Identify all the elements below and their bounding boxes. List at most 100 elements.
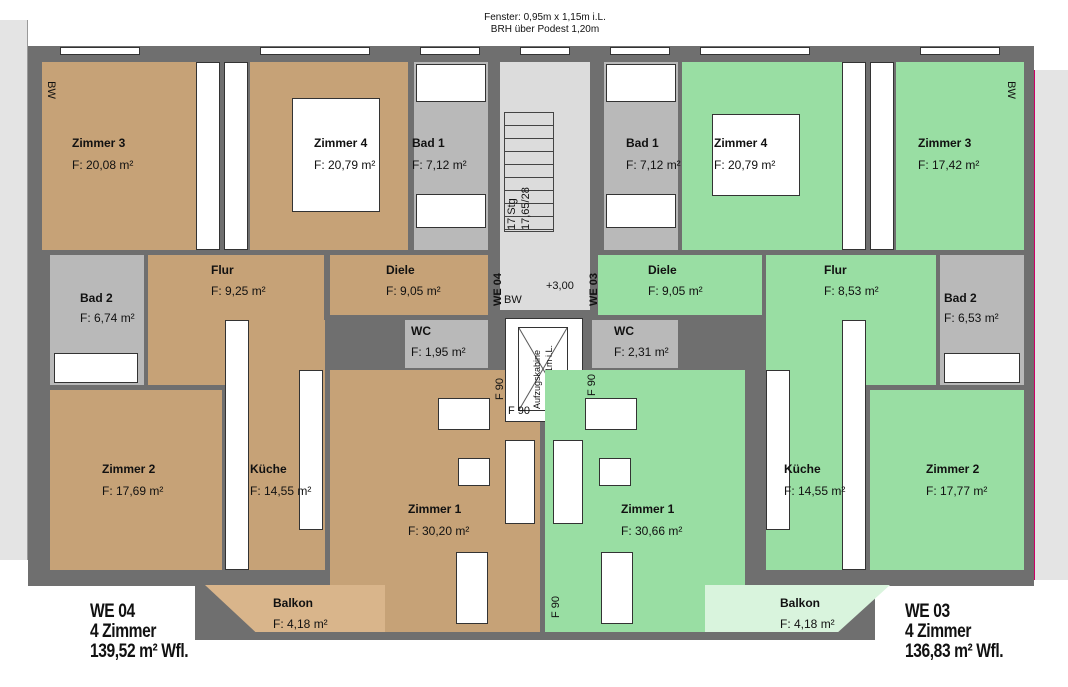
shower [606,194,676,228]
room-bad2-right: Bad 2 F: 6,53 m² [940,255,1024,385]
window [420,47,480,55]
wardrobe [224,62,248,250]
room-name: Balkon [273,596,314,610]
room-kueche-left: Küche F: 14,55 m² [225,320,325,570]
window-note-line1: Fenster: 0,95m x 1,15m i.L. [484,12,606,23]
room-area: F: 8,53 m² [824,284,879,298]
room-name: Zimmer 3 [918,136,972,150]
window [260,47,370,55]
room-bad1-right: Bad 1 F: 7,12 m² [604,62,681,250]
bathtub [416,64,486,102]
bathtub [944,353,1020,383]
dining-table [601,552,633,624]
room-name: Küche [784,462,821,476]
wardrobe [842,62,866,250]
room-zimmer2-left: Zimmer 2 F: 17,69 m² [50,390,222,570]
unit-area: 136,83 m² Wfl. [905,641,1004,662]
window-note: Fenster: 0,95m x 1,15m i.L. BRH über Pod… [470,12,620,36]
bw-label: BW [504,294,522,306]
room-area: F: 1,95 m² [411,345,466,359]
room-diele-left: Diele F: 9,05 m² [330,255,488,315]
unit-summary-we03: WE 03 4 Zimmer 136,83 m² Wfl. [905,602,1025,662]
unit-rooms: 4 Zimmer [90,621,156,642]
room-name: Zimmer 2 [926,462,980,476]
window [920,47,1000,55]
unit-summary-we04: WE 04 4 Zimmer 139,52 m² Wfl. [90,602,210,662]
room-kueche-right: Küche F: 14,55 m² [766,320,866,570]
room-zimmer3-left: Zimmer 3 F: 20,08 m² [42,62,197,250]
bed [292,98,380,212]
unit-entry-label-left: WE 04 [492,272,504,306]
coffee-table [599,458,631,486]
room-area: F: 30,66 m² [621,524,683,538]
unit-title: WE 03 [905,601,950,622]
neighbor-building-left [0,20,28,560]
room-zimmer4-left: Zimmer 4 F: 20,79 m² [250,62,408,250]
room-area: F: 17,77 m² [926,484,988,498]
room-area: F: 20,79 m² [314,158,376,172]
room-area: F: 17,42 m² [918,158,980,172]
room-name: Bad 2 [80,291,113,305]
kitchen-counter [299,370,323,530]
stair-steps-label: 17 Stg [506,198,518,230]
room-zimmer3-right: Zimmer 3 F: 17,42 m² [896,62,1024,250]
neighbor-building-right [1034,70,1068,580]
kitchen-counter [842,320,866,570]
room-zimmer4-right: Zimmer 4 F: 20,79 m² [682,62,842,250]
room-name: Zimmer 3 [72,136,126,150]
stair-ratio-label: 17,65/28 [520,187,532,230]
room-area: F: 20,08 m² [72,158,134,172]
dining-table [456,552,488,624]
room-name: Diele [386,263,415,277]
stairs [504,112,554,232]
room-bad2-left: Bad 2 F: 6,74 m² [50,255,144,385]
window [700,47,810,55]
room-area: F: 2,31 m² [614,345,669,359]
room-name: Zimmer 4 [714,136,768,150]
room-name: Flur [824,263,847,277]
room-area: F: 9,05 m² [648,284,703,298]
stairwell: 17 Stg 17,65/28 +3,00 BW WE 04 WE 03 [492,62,600,310]
unit-rooms: 4 Zimmer [905,621,971,642]
room-area: F: 6,74 m² [80,311,135,325]
sofa [553,440,583,524]
room-area: F: 7,12 m² [412,158,467,172]
unit-title: WE 04 [90,601,135,622]
room-area: F: 17,69 m² [102,484,164,498]
room-area: F: 4,18 m² [780,617,835,631]
level-label: +3,00 [546,280,574,292]
coffee-table [458,458,490,486]
room-name: Bad 1 [412,136,445,150]
bw-label: BW [1004,81,1017,99]
room-zimmer2-right: Zimmer 2 F: 17,77 m² [870,390,1024,570]
kitchen-counter [225,320,249,570]
window-note-line2: BRH über Podest 1,20m [490,24,600,35]
bathtub [54,353,138,383]
sofa [438,398,490,430]
room-area: F: 30,20 m² [408,524,470,538]
room-area: F: 14,55 m² [784,484,846,498]
room-area: F: 14,55 m² [250,484,312,498]
fire-rating-label: F 90 [508,405,531,417]
room-area: F: 6,53 m² [944,311,999,325]
room-area: F: 4,18 m² [273,617,328,631]
fire-rating-label: F 90 [494,377,506,400]
elevator-label: Aufzugskabine [532,349,542,409]
wardrobe [870,62,894,250]
bathtub [606,64,676,102]
room-name: Flur [211,263,234,277]
wardrobe [196,62,220,250]
bw-label: BW [44,81,57,99]
room-name: Bad 1 [626,136,659,150]
room-bad1-left: Bad 1 F: 7,12 m² [412,62,488,250]
room-wc-left: WC F: 1,95 m² [405,320,488,368]
fire-rating-label: F 90 [550,595,562,618]
window [60,47,140,55]
room-name: WC [411,324,431,338]
unit-area: 139,52 m² Wfl. [90,641,189,662]
room-name: WC [614,324,634,338]
window [520,47,570,55]
room-area: F: 9,05 m² [386,284,441,298]
room-name: Zimmer 1 [621,502,675,516]
room-area: F: 9,25 m² [211,284,266,298]
